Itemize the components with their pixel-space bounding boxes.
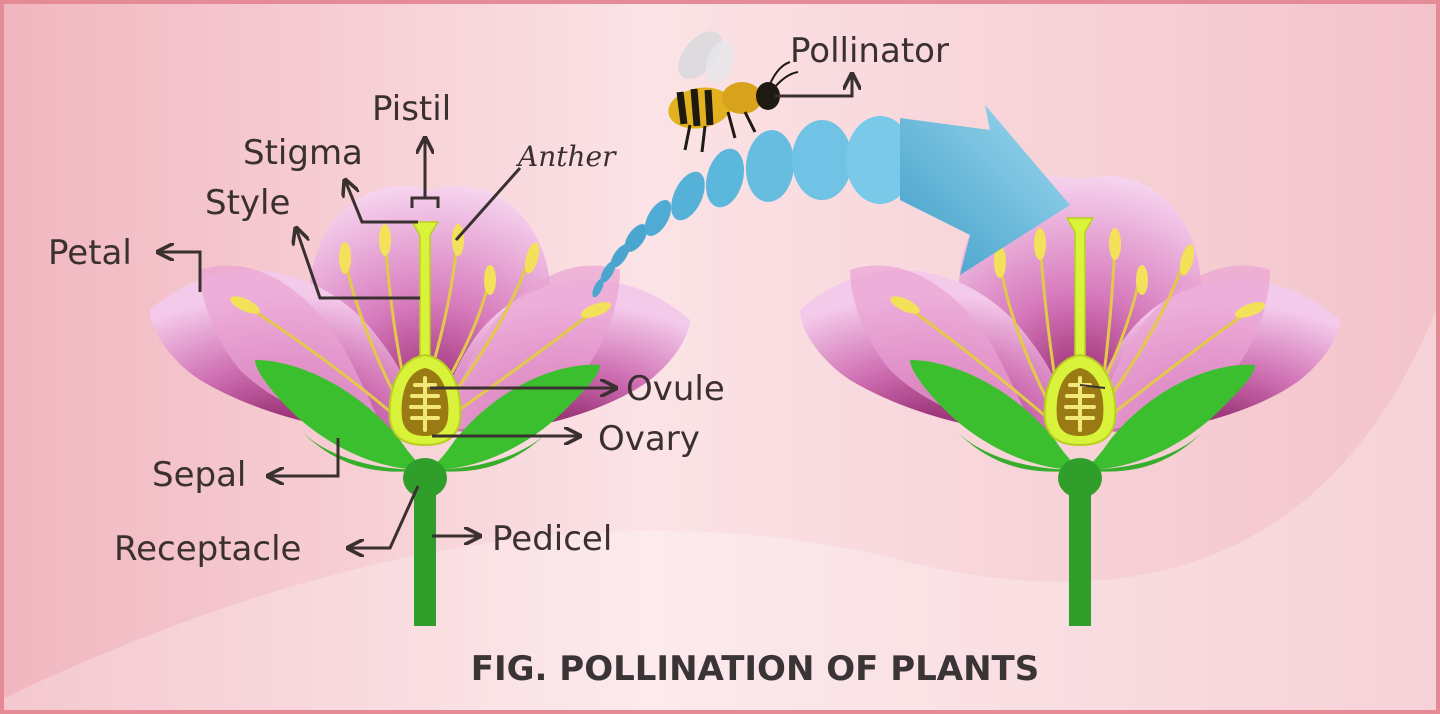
label-petal: Petal — [48, 233, 132, 273]
bee-pollinator — [668, 31, 799, 153]
right-anthers — [890, 228, 1266, 318]
leader-lines — [158, 74, 852, 548]
right-receptacle — [1058, 458, 1102, 498]
petal-pointer — [158, 252, 202, 292]
label-style: Style — [205, 183, 290, 223]
right-sepal-left — [910, 360, 1080, 470]
left-receptacle — [403, 458, 447, 498]
anther-pointer — [454, 167, 522, 241]
label-stigma: Stigma — [243, 133, 363, 173]
style-pointer — [296, 228, 420, 300]
left-sepal-left — [255, 360, 425, 470]
sepal-pointer — [268, 438, 340, 476]
left-pedicel — [414, 490, 436, 626]
right-sepal-right — [1085, 364, 1255, 470]
label-receptacle: Receptacle — [114, 529, 301, 569]
receptacle-pointer — [348, 485, 420, 548]
label-pollinator: Pollinator — [790, 31, 949, 71]
left-ovules — [409, 376, 441, 432]
label-ovule: Ovule — [626, 369, 725, 409]
label-ovary: Ovary — [598, 419, 700, 459]
arrow-head — [900, 105, 1070, 275]
label-sepal: Sepal — [152, 455, 246, 495]
pollination-arrow — [592, 105, 1070, 298]
right-inner-petal-right — [1095, 265, 1270, 430]
figure-caption: FIG. POLLINATION OF PLANTS — [471, 649, 1040, 689]
label-anther: Anther — [515, 140, 617, 173]
left-sepal-right — [430, 364, 600, 470]
right-pedicel — [1069, 490, 1091, 626]
label-pedicel: Pedicel — [492, 519, 612, 559]
right-ovule-pointer — [1079, 384, 1106, 389]
pollinator-pointer — [775, 74, 852, 98]
label-pistil: Pistil — [372, 89, 451, 129]
stigma-pointer — [345, 180, 418, 224]
right-ovules — [1064, 376, 1096, 432]
